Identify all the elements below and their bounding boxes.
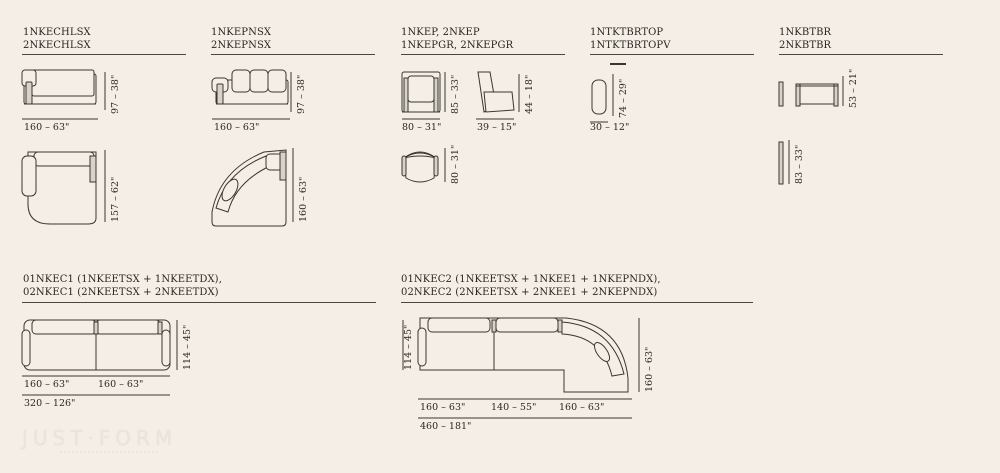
- divider: [211, 54, 375, 55]
- module-code: 1NKEP, 2NKEP: [401, 27, 480, 38]
- module-code: 01NKEC2 (1NKEETSX + 1NKEE1 + 1NKEPNDX),: [401, 274, 661, 285]
- total-width: 460 – 181": [420, 421, 472, 432]
- height-dimension: 53 – 21": [848, 68, 859, 108]
- dim-line: [418, 417, 634, 419]
- table-top-view: [604, 62, 628, 66]
- divider: [779, 54, 943, 55]
- tray-top-view: [776, 140, 788, 186]
- dim-line: [518, 74, 520, 114]
- table-front-view: [590, 78, 610, 118]
- module-code: 1NKECHLSX: [23, 27, 91, 38]
- depth-dimension: 80 – 31": [450, 144, 461, 184]
- module-code: 02NKEC2 (2NKEETSX + 2NKEE1 + 2NKEPNDX): [401, 287, 658, 298]
- depth-dimension: 157 – 62": [110, 176, 121, 222]
- dim-line: [104, 150, 106, 224]
- module-code: 1NTKTBRTOP: [590, 27, 664, 38]
- dim-line: [402, 118, 442, 120]
- divider: [22, 54, 186, 55]
- dim-line: [398, 320, 408, 372]
- armchair-side-view: [474, 70, 518, 116]
- module-code: 01NKEC1 (1NKEETSX + 1NKEETDX),: [23, 274, 222, 285]
- dim-line: [638, 318, 640, 394]
- segment-width: 160 – 63": [98, 379, 144, 390]
- dim-line: [476, 118, 516, 120]
- dim-line: [22, 394, 172, 396]
- brand-watermark-sub: [60, 449, 160, 456]
- module-code: 1NTKTBRTOPV: [590, 40, 671, 51]
- dim-line: [418, 398, 634, 400]
- module-code: 1NKBTBR: [779, 27, 832, 38]
- divider: [401, 302, 753, 303]
- depth-dimension: 160 – 63": [298, 176, 309, 222]
- dim-line: [104, 72, 106, 112]
- module-code: 1NKEPGR, 2NKEPGR: [401, 40, 514, 51]
- armchair-front-view: [400, 70, 444, 116]
- divider: [590, 54, 754, 55]
- height-dimension: 74 – 29": [618, 78, 629, 118]
- height-dimension: 97 – 38": [110, 74, 121, 114]
- depth-dimension-right: 160 – 63": [644, 346, 655, 392]
- dim-line: [290, 72, 292, 114]
- corner-sofa-top-view: [206, 146, 292, 232]
- sofa-front-view: [210, 66, 296, 116]
- dim-line: [788, 140, 790, 186]
- module-code: 02NKEC1 (2NKEETSX + 2NKEETDX): [23, 287, 219, 298]
- module-code: 2NKBTBR: [779, 40, 832, 51]
- watermark-underline: [60, 450, 160, 454]
- dim-line: [444, 72, 446, 114]
- dim-line: [176, 320, 178, 372]
- dim-line: [292, 148, 294, 224]
- dim-line: [842, 76, 844, 108]
- width-dimension: 80 – 31": [402, 122, 442, 133]
- divider: [401, 54, 565, 55]
- tray-front-view: [794, 80, 844, 108]
- width-dimension: 160 – 63": [214, 122, 260, 133]
- depth-dimension: 83 – 33": [794, 144, 805, 184]
- depth-dimension: 114 – 45": [182, 324, 193, 370]
- tray-side-view: [776, 80, 788, 108]
- dim-line: [212, 118, 292, 120]
- height-dimension: 85 – 33": [450, 74, 461, 114]
- dim-line: [444, 148, 446, 184]
- total-width: 320 – 126": [24, 398, 76, 409]
- segment-width: 160 – 63": [420, 402, 466, 413]
- depth-dimension-left: 114 – 45": [403, 324, 414, 370]
- width-dimension: 160 – 63": [24, 122, 70, 133]
- module-code: 1NKEPNSX: [211, 27, 272, 38]
- brand-watermark: JUST·FORM: [22, 426, 178, 450]
- dim-line: [590, 121, 610, 123]
- height-dimension: 97 – 38": [296, 74, 307, 114]
- corner-combination-top-view: [416, 314, 638, 396]
- module-code: 2NKEPNSX: [211, 40, 272, 51]
- dim-line: [22, 375, 172, 377]
- sofa-combination-top-view: [20, 316, 176, 374]
- segment-width: 160 – 63": [559, 402, 605, 413]
- divider: [22, 302, 376, 303]
- dim-line: [22, 118, 100, 120]
- module-code: 2NKECHLSX: [23, 40, 91, 51]
- width-dimension: 30 – 12": [590, 122, 630, 133]
- armchair-top-view: [398, 146, 442, 186]
- side-height-dimension: 44 – 18": [524, 74, 535, 114]
- sofa-top-view: [20, 146, 104, 230]
- segment-width: 160 – 63": [24, 379, 70, 390]
- side-width-dimension: 39 – 15": [477, 122, 517, 133]
- segment-width: 140 – 55": [491, 402, 537, 413]
- sofa-front-view: [20, 68, 110, 116]
- dim-line: [612, 74, 614, 118]
